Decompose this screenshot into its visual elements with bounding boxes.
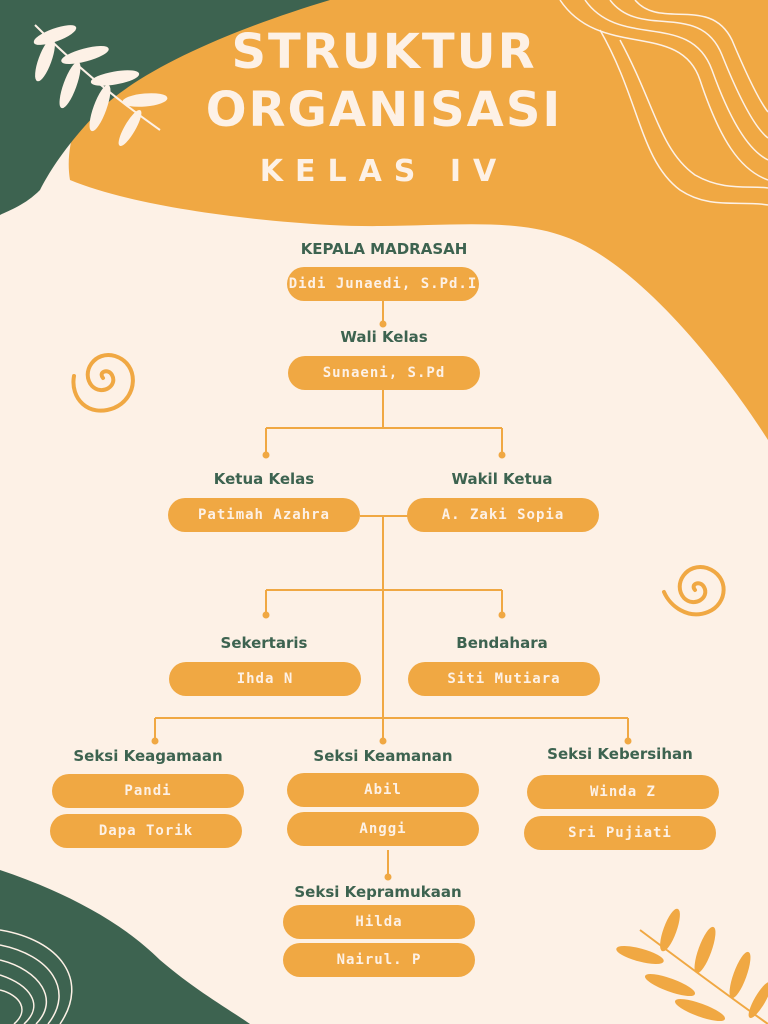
page-subtitle: KELAS IV [259,154,509,189]
name-keamanan-2: Anggi [287,812,479,846]
name-keagamaan-2: Dapa Torik [50,814,242,848]
name-bendahara: Siti Mutiara [408,662,600,696]
name-kepala-madrasah: Didi Junaedi, S.Pd.I [287,267,479,301]
role-kepala-madrasah: KEPALA MADRASAH [300,240,468,258]
orange-blob [68,0,768,440]
name-wali-kelas: Sunaeni, S.Pd [288,356,480,390]
role-seksi-kepramukaan: Seksi Kepramukaan [294,883,462,901]
wave-lines-top [559,0,768,206]
page-title-line2: ORGANISASI [205,82,563,138]
role-wakil-ketua: Wakil Ketua [451,470,553,488]
role-seksi-keamanan: Seksi Keamanan [313,747,453,765]
name-wakil-ketua: A. Zaki Sopia [407,498,599,532]
name-kepramukaan-1: Hilda [283,905,475,939]
name-keamanan-1: Abil [287,773,479,807]
leaf-icon [33,24,168,146]
wave-lines-bottom [0,929,73,1024]
name-kebersihan-2: Sri Pujiati [524,816,716,850]
name-keagamaan-1: Pandi [52,774,244,808]
name-sekretaris: Ihda N [169,662,361,696]
role-seksi-kebersihan: Seksi Kebersihan [547,745,693,763]
name-ketua-kelas: Patimah Azahra [168,498,360,532]
name-kebersihan-1: Winda Z [527,775,719,809]
green-blob-bottom [0,870,250,1024]
spiral-icon [71,353,726,617]
role-wali-kelas: Wali Kelas [340,328,428,346]
role-seksi-keagamaan: Seksi Keagamaan [73,747,223,765]
role-sekretaris: Sekertaris [220,634,308,652]
role-ketua-kelas: Ketua Kelas [213,470,315,488]
role-bendahara: Bendahara [456,634,548,652]
leaf-icon-bottom [616,908,768,1024]
page-title-line1: STRUKTUR [231,24,537,80]
name-kepramukaan-2: Nairul. P [283,943,475,977]
